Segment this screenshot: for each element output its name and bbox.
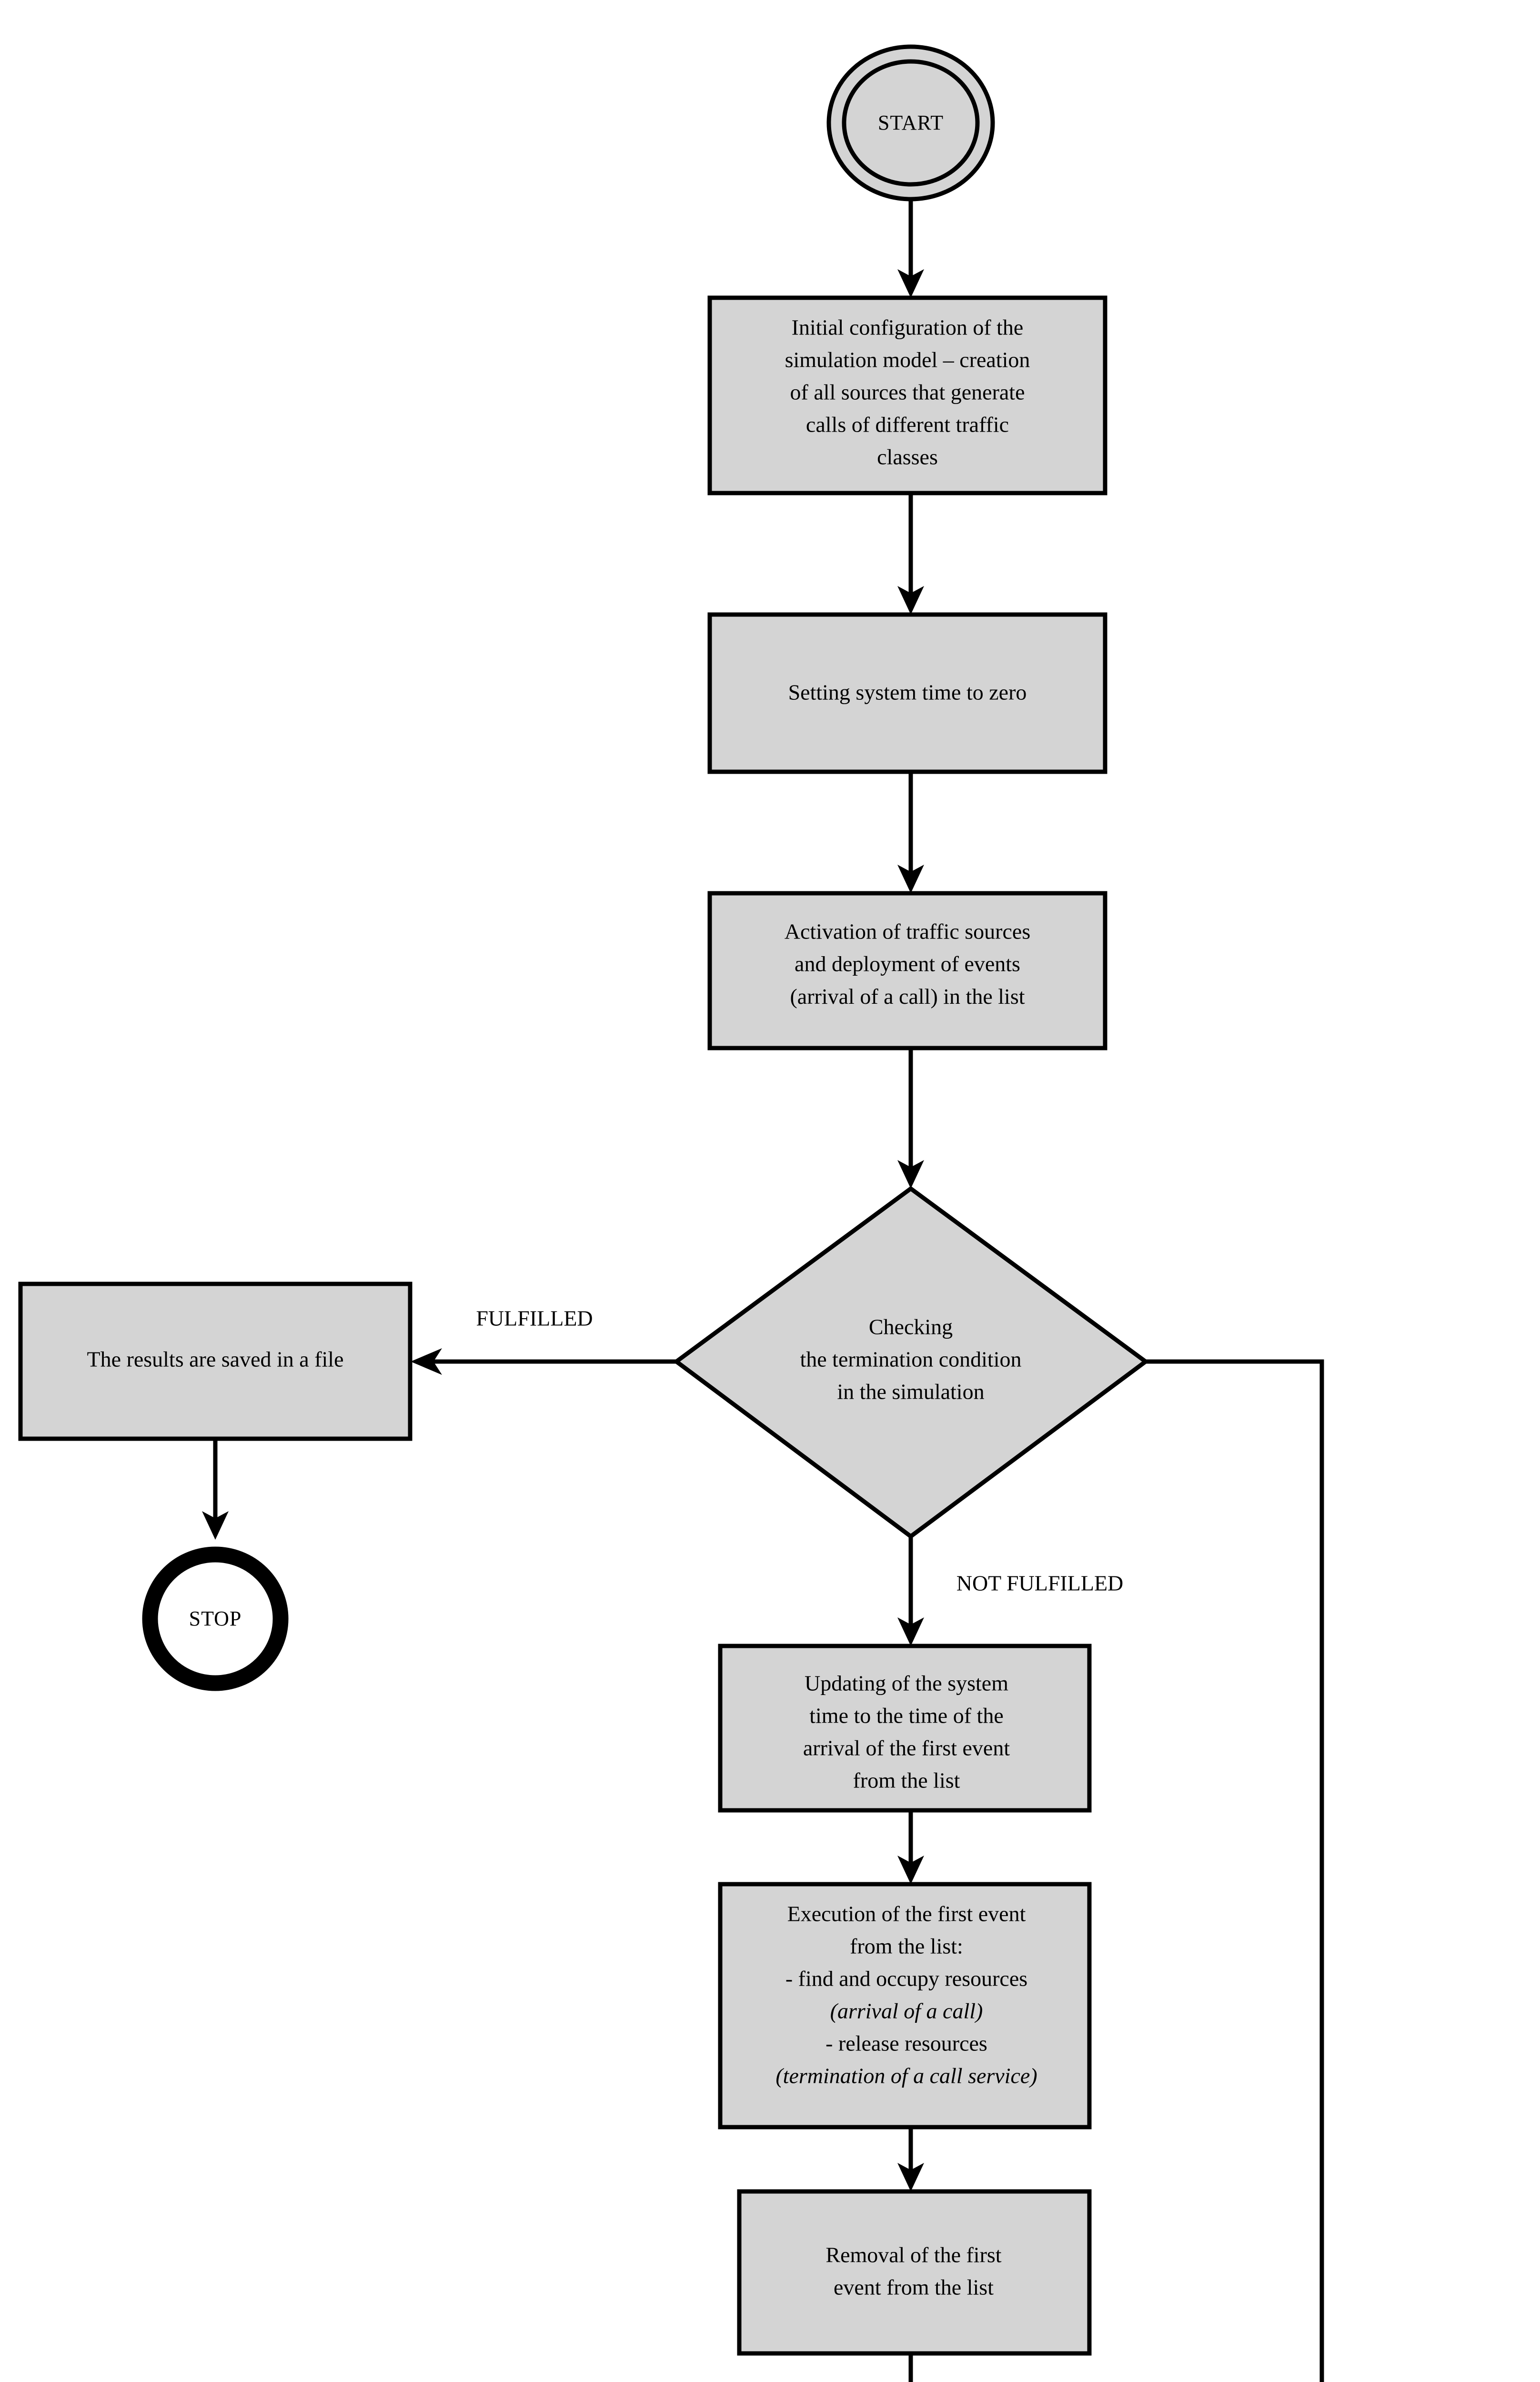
execution-line-1: Execution of the first event (787, 1902, 1026, 1926)
setting-time-box (707, 612, 1107, 774)
activation-line-1: Activation of traffic sources (785, 919, 1030, 944)
updating-line-3: arrival of the first event (803, 1736, 1010, 1760)
edge-setting-time-to-activation (897, 772, 924, 893)
removal-first-event-box (737, 2189, 1092, 2356)
node-removal-first-event[interactable]: Removal of the first event from the list (737, 2189, 1092, 2356)
node-updating-system-time[interactable]: Updating of the system time to the time … (718, 1644, 1092, 1813)
activation-box (707, 891, 1107, 1050)
node-stop[interactable]: STOP (142, 1546, 289, 1691)
execution-line-4: (arrival of a call) (830, 1999, 983, 2023)
edge-execution-to-removal (897, 2127, 924, 2191)
activation-line-2: and deployment of events (795, 952, 1020, 976)
edge-label-fulfilled: FULFILLED (476, 1306, 593, 1331)
results-saved-line-1: The results are saved in a file (87, 1347, 344, 1372)
initial-config-line-4: calls of different traffic (806, 413, 1009, 437)
check-termination-diamond (673, 1186, 1149, 1539)
initial-config-line-2: simulation model – creation (785, 348, 1030, 372)
execution-line-2: from the list: (850, 1934, 963, 1958)
activation-line-3-italic: (arrival of a call) (790, 984, 937, 1009)
execution-first-event-box (718, 1882, 1092, 2130)
node-activation-traffic-sources[interactable]: Activation of traffic sources and deploy… (707, 891, 1107, 1050)
setting-time-line-1: Setting system time to zero (788, 680, 1027, 705)
edge-start-to-initial-config (897, 191, 924, 298)
node-execution-first-event[interactable]: Execution of the first event from the li… (718, 1882, 1092, 2130)
edge-decision-to-updating (897, 1536, 924, 1646)
edge-results-to-stop (202, 1439, 229, 1540)
node-check-termination[interactable]: Checking the termination condition in th… (673, 1186, 1149, 1539)
initial-config-line-5: classes (877, 445, 938, 469)
edge-label-not-fulfilled: NOT FULFILLED (956, 1571, 1124, 1595)
check-termination-line-2: the termination condition (800, 1347, 1021, 1372)
activation-line-3-plain: in the list (938, 984, 1025, 1009)
initial-config-line-1: Initial configuration of the (792, 315, 1024, 340)
results-saved-box (18, 1282, 413, 1441)
updating-line-1: Updating of the system (805, 1671, 1008, 1696)
removal-line-2: event from the list (834, 2275, 994, 2300)
stop-label: STOP (189, 1607, 242, 1630)
activation-line-3: (arrival of a call) in the list (790, 984, 1025, 1009)
check-termination-line-1: Checking (869, 1315, 953, 1339)
node-results-saved[interactable]: The results are saved in a file (18, 1282, 413, 1441)
updating-system-time-box (718, 1644, 1092, 1813)
initial-config-box (707, 295, 1107, 495)
node-initial-configuration[interactable]: Initial configuration of the simulation … (707, 295, 1107, 495)
node-setting-system-time[interactable]: Setting system time to zero (707, 612, 1107, 774)
initial-config-line-3: of all sources that generate (790, 380, 1025, 404)
execution-line-3: - find and occupy resources (785, 1967, 1027, 1991)
start-inner-ellipse (842, 59, 980, 187)
check-termination-line-3: in the simulation (837, 1380, 984, 1404)
updating-line-2: time to the time of the (809, 1704, 1004, 1728)
edge-updating-to-execution (897, 1810, 924, 1884)
edge-activation-to-decision (897, 1048, 924, 1189)
execution-line-5: - release resources (825, 2031, 987, 2056)
updating-line-4: from the list (853, 1768, 960, 1793)
stop-circle (142, 1546, 289, 1691)
edge-decision-to-results (411, 1348, 676, 1375)
edge-initial-config-to-setting-time (897, 493, 924, 615)
node-start[interactable]: START (826, 44, 995, 202)
start-label: START (878, 111, 944, 134)
removal-line-1: Removal of the first (825, 2243, 1001, 2267)
execution-line-6: (termination of a call service) (775, 2064, 1037, 2088)
